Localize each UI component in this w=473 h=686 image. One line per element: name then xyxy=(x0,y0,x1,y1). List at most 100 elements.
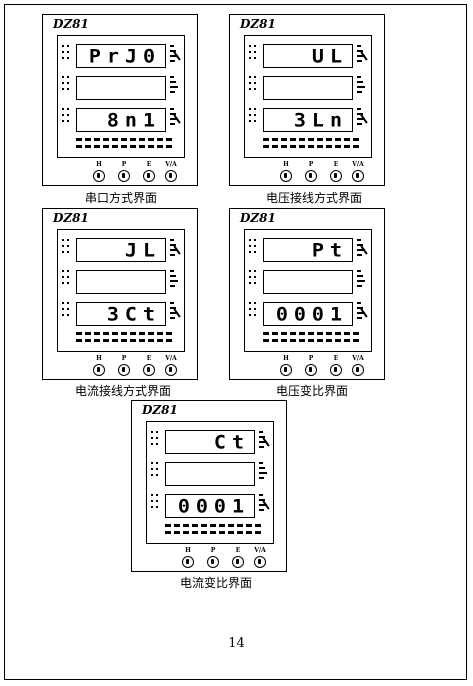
indicator-dots xyxy=(151,460,161,480)
button-label: P xyxy=(121,161,127,168)
display-top: PrJ0 xyxy=(76,44,166,68)
meter-face: Ct 0001 xyxy=(146,421,274,544)
display-top: Pt xyxy=(263,238,353,262)
button-label: V/A xyxy=(352,161,364,168)
brand-label: DZ81 xyxy=(142,403,178,417)
display-bottom-text: 0001 xyxy=(275,302,348,326)
meter-face: Pt 0001 xyxy=(244,229,372,352)
button-label: E xyxy=(235,547,241,554)
enter-button[interactable] xyxy=(143,364,155,376)
display-bottom-text: 0001 xyxy=(177,494,250,518)
program-button[interactable] xyxy=(118,364,130,376)
enter-button[interactable] xyxy=(330,364,342,376)
button-label: V/A xyxy=(352,355,364,362)
button-label: P xyxy=(308,161,314,168)
panel-caption: 电流变比界面 xyxy=(180,576,253,590)
indicator-dots xyxy=(249,106,259,126)
button-label: E xyxy=(333,355,339,362)
display-bottom: 3Ct xyxy=(76,302,166,326)
indicator-dots xyxy=(151,429,161,449)
panel-caption: 电流接线方式界面 xyxy=(75,384,172,398)
indicator-dots xyxy=(249,268,259,288)
display-middle xyxy=(263,76,353,100)
unit-marks xyxy=(357,74,367,96)
display-middle xyxy=(76,270,166,294)
display-top: JL xyxy=(76,238,166,262)
unit-marks xyxy=(170,43,181,65)
display-bottom: 3Ln xyxy=(263,108,353,132)
meter-face: JL 3Ct xyxy=(57,229,185,352)
indicator-dots xyxy=(249,74,259,94)
unit-marks xyxy=(259,492,270,514)
unit-marks xyxy=(357,106,368,128)
brand-label: DZ81 xyxy=(53,211,89,225)
button-label: V/A xyxy=(165,355,177,362)
unit-marks xyxy=(170,106,181,128)
va-button[interactable] xyxy=(165,170,177,182)
hold-button[interactable] xyxy=(280,364,292,376)
unit-marks xyxy=(259,460,269,482)
hold-button[interactable] xyxy=(93,170,105,182)
enter-button[interactable] xyxy=(143,170,155,182)
indicator-dots xyxy=(62,237,72,257)
indicator-dots xyxy=(62,106,72,126)
display-bottom: 8n1 xyxy=(76,108,166,132)
button-label: V/A xyxy=(165,161,177,168)
display-top-text: Pt xyxy=(311,238,348,262)
button-label: H xyxy=(96,355,102,362)
va-button[interactable] xyxy=(352,364,364,376)
display-bottom-text: 3Ln xyxy=(293,108,348,132)
display-middle xyxy=(76,76,166,100)
button-label: P xyxy=(210,547,216,554)
indicator-dots xyxy=(62,74,72,94)
display-top-text: PrJ0 xyxy=(88,44,161,68)
va-button[interactable] xyxy=(352,170,364,182)
indicator-dots xyxy=(151,492,161,512)
hold-button[interactable] xyxy=(280,170,292,182)
va-button[interactable] xyxy=(165,364,177,376)
display-bottom-text: 3Ct xyxy=(106,302,161,326)
panel-caption: 电压变比界面 xyxy=(276,384,349,398)
unit-marks xyxy=(170,237,181,259)
program-button[interactable] xyxy=(305,170,317,182)
segment-bar xyxy=(263,138,363,150)
unit-marks xyxy=(357,237,368,259)
unit-marks xyxy=(357,300,368,322)
button-label: E xyxy=(333,161,339,168)
unit-marks xyxy=(357,43,368,65)
panel-caption: 串口方式界面 xyxy=(85,191,158,205)
segment-bar xyxy=(76,138,176,150)
hold-button[interactable] xyxy=(182,556,194,568)
brand-label: DZ81 xyxy=(240,211,276,225)
brand-label: DZ81 xyxy=(240,17,276,31)
segment-bar xyxy=(165,524,265,536)
unit-marks xyxy=(170,74,180,96)
program-button[interactable] xyxy=(118,170,130,182)
display-bottom: 0001 xyxy=(165,494,255,518)
button-label: H xyxy=(283,161,289,168)
program-button[interactable] xyxy=(305,364,317,376)
program-button[interactable] xyxy=(207,556,219,568)
enter-button[interactable] xyxy=(232,556,244,568)
display-bottom: 0001 xyxy=(263,302,353,326)
meter-face: PrJ0 8n1 xyxy=(57,35,185,158)
display-top-text: Ct xyxy=(213,430,250,454)
unit-marks xyxy=(170,300,181,322)
button-label: E xyxy=(146,355,152,362)
hold-button[interactable] xyxy=(93,364,105,376)
enter-button[interactable] xyxy=(330,170,342,182)
display-middle xyxy=(263,270,353,294)
button-label: V/A xyxy=(254,547,266,554)
unit-marks xyxy=(170,268,180,290)
page-number: 14 xyxy=(228,636,245,651)
indicator-dots xyxy=(62,43,72,63)
panel-caption: 电压接线方式界面 xyxy=(266,191,363,205)
button-label: H xyxy=(185,547,191,554)
va-button[interactable] xyxy=(254,556,266,568)
indicator-dots xyxy=(249,237,259,257)
display-top-text: JL xyxy=(124,238,161,262)
button-label: H xyxy=(283,355,289,362)
